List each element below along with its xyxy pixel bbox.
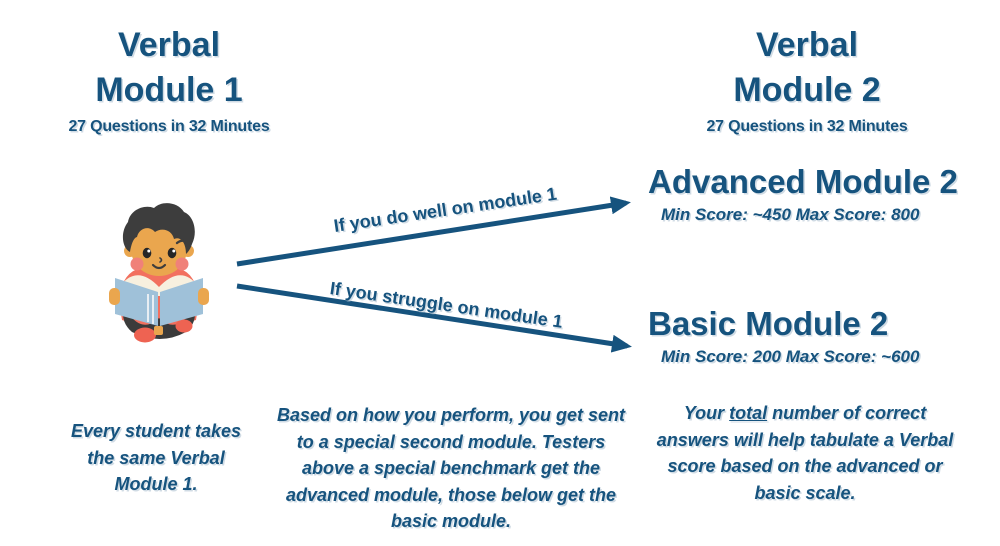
verbal-module-2-subtitle: 27 Questions in 32 Minutes (706, 118, 908, 135)
eye-glint-right (172, 249, 176, 253)
verbal-module-1-subtitle: 27 Questions in 32 Minutes (68, 118, 270, 135)
verbal-module-2-title-line2: Module 2 (733, 71, 881, 109)
nose-shape (159, 257, 163, 263)
eye-right (167, 247, 177, 259)
basic-module-title: Basic Module 2 (648, 305, 889, 342)
note-every-student: Every student takes the same Verbal Modu… (70, 421, 242, 494)
hand-left (109, 288, 120, 305)
eye-glint-left (147, 249, 151, 253)
advanced-module-title: Advanced Module 2 (648, 163, 958, 200)
note-based-on-performance: Based on how you perform, you get sent t… (276, 405, 626, 531)
basic-module-block: Basic Module 2 Min Score: 200 Max Score:… (648, 304, 919, 367)
advanced-module-score-range: Min Score: ~450 Max Score: 800 (661, 205, 920, 224)
verbal-module-2-title-line1: Verbal (755, 26, 859, 64)
advanced-module-block: Advanced Module 2 Min Score: ~450 Max Sc… (648, 162, 958, 225)
verbal-module-1-title-line1: Verbal (117, 26, 221, 64)
note-total-score-prefix: Your (683, 403, 730, 423)
arrow-to-advanced (236, 196, 631, 267)
eyebrow-right (175, 239, 189, 245)
shoe-left (134, 327, 156, 343)
arrow-to-basic (236, 283, 632, 353)
cheek-left (130, 257, 144, 271)
smile-shape (151, 263, 167, 270)
cheek-right (175, 257, 189, 271)
child-reading-illustration (109, 203, 209, 343)
verbal-module-2-title: Verbal Module 2 27 Questions in 32 Minut… (687, 23, 927, 136)
note-total-score-underlined: total (729, 403, 768, 423)
foot-shape (154, 326, 163, 335)
note-total-score-suffix: number of correct answers will help tabu… (656, 403, 954, 503)
verbal-module-1-title-line2: Module 1 (95, 71, 243, 109)
eye-left (142, 247, 152, 259)
hair-shape (122, 203, 195, 254)
shoe-right (175, 319, 193, 333)
basic-module-score-range: Min Score: 200 Max Score: ~600 (661, 347, 920, 366)
book-spine-lines (147, 294, 154, 324)
verbal-module-1-title: Verbal Module 1 27 Questions in 32 Minut… (49, 23, 289, 136)
hand-right (198, 288, 209, 305)
book-cover-right (160, 278, 203, 326)
note-total-score: Your total number of correct answers wil… (655, 400, 955, 506)
